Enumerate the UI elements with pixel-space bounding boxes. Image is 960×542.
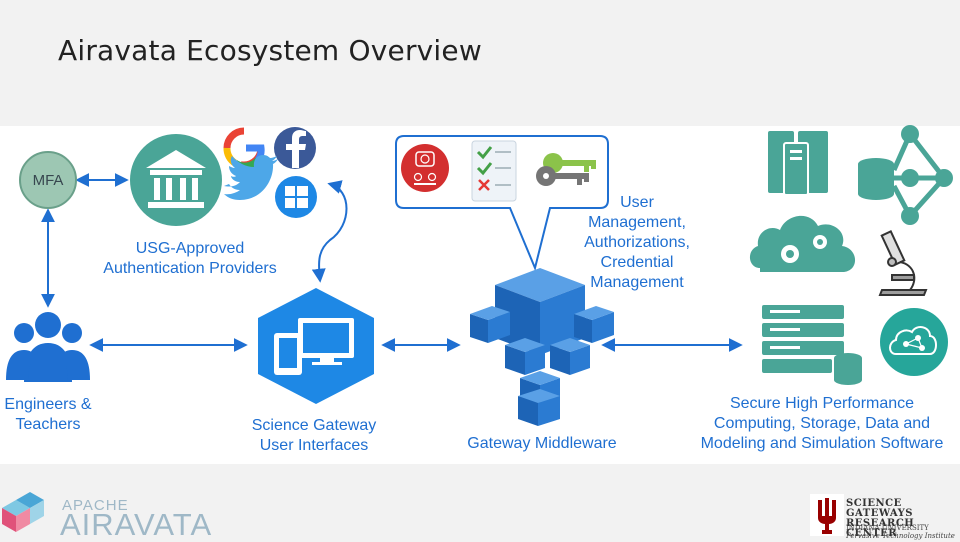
users-label: Engineers & Teachers [0, 395, 96, 435]
sgrc-line1: SCIENCE GATEWAYS [846, 498, 914, 519]
sgrc-line3: INDIANA UNIVERSITY [846, 524, 929, 532]
keys-icon [536, 153, 596, 186]
facebook-icon [274, 127, 316, 169]
auth-label-line2: Authentication Providers [103, 260, 277, 277]
hpc-label: Secure High Performance Computing, Stora… [684, 394, 960, 454]
usermgmt-line1: User [620, 194, 654, 211]
apache-airavata-logo-mark [2, 492, 44, 532]
slide-title: Airavata Ecosystem Overview [58, 34, 482, 67]
usermgmt-line3: Authorizations, [584, 234, 690, 251]
sgrc-subtitle: INDIANA UNIVERSITY Pervasive Technology … [846, 524, 955, 540]
bank-building-icon [146, 150, 206, 208]
institution-icon [130, 134, 222, 226]
server-rack-icon [768, 131, 828, 196]
database-network-icon [858, 125, 953, 225]
hpc-label-line3: Modeling and Simulation Software [700, 435, 944, 452]
airavata-wordmark: AIRAVATA [60, 507, 213, 542]
mfa-node [19, 151, 77, 209]
users-group-icon [6, 312, 90, 382]
science-gateway-icon [258, 288, 374, 404]
apache-wordmark-small: APACHE [62, 497, 129, 514]
iu-trident-logo [810, 494, 844, 536]
credential-bubble [395, 135, 609, 272]
mfa-circle [19, 151, 77, 209]
microscope-icon [878, 230, 928, 296]
usermgmt-line4: Credential [600, 254, 674, 271]
gateway-label-line2: User Interfaces [259, 437, 369, 454]
science-gateway-label: Science Gateway User Interfaces [236, 416, 392, 456]
auth-label-line1: USG-Approved [135, 240, 245, 257]
mfa-label: MFA [32, 172, 64, 189]
twitter-icon [224, 155, 278, 200]
auth-providers-label: USG-Approved Authentication Providers [90, 239, 290, 279]
arrow-auth-gateway [311, 180, 348, 283]
middleware-label: Gateway Middleware [467, 435, 617, 452]
auth-providers [130, 127, 317, 226]
users-label-line2: Teachers [15, 416, 81, 433]
hpc-label-line2: Computing, Storage, Data and [713, 415, 931, 432]
windows-icon [275, 176, 317, 218]
storage-rack-icon [762, 305, 862, 385]
cloud-network-icon [880, 308, 948, 376]
hpc-resources [749, 125, 953, 385]
connector-arrows [41, 173, 743, 352]
gateway-label-line1: Science Gateway [251, 417, 377, 434]
fingerprint-card-icon [401, 144, 449, 192]
sgrc-line2: RESEARCH CENTER [846, 518, 915, 539]
sgrc-line4: Pervasive Technology Institute [846, 532, 955, 540]
middleware-cubes-icon [470, 268, 614, 426]
users-label-line1: Engineers & [4, 396, 92, 413]
sgrc-title: SCIENCE GATEWAYS RESEARCH CENTER [846, 499, 960, 539]
usermgmt-line5: Management [590, 274, 684, 291]
user-management-label: User Management, Authorizations, Credent… [572, 193, 702, 293]
hpc-label-line1: Secure High Performance [729, 395, 915, 412]
usermgmt-line2: Management, [588, 214, 686, 231]
checklist-icon [471, 140, 517, 202]
cloud-gears-icon [749, 215, 856, 272]
